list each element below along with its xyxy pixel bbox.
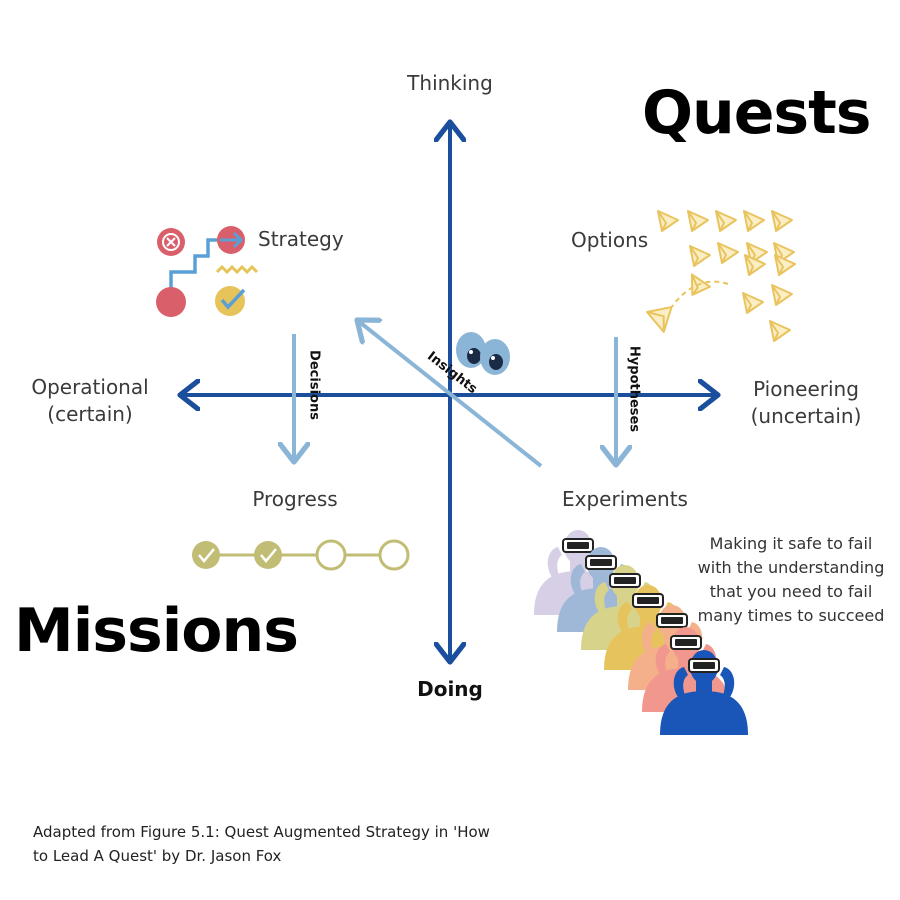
missions-title: Missions [14,596,299,666]
strategy-label: Strategy [258,227,344,251]
experiments-label: Experiments [562,487,688,511]
arrow-circle-icon [217,226,245,254]
note-line2: with the understanding [697,558,885,577]
step-pending-icon [315,539,347,571]
insights-arrow [357,320,543,468]
caption-line2: to Lead A Quest' by Dr. Jason Fox [33,847,282,865]
options-label: Options [571,228,649,252]
hypotheses-label: Hypotheses [626,345,642,433]
quests-title: Quests [642,78,872,148]
x-circle-icon [157,228,185,256]
figure-caption: Adapted from Figure 5.1: Quest Augmented… [33,820,593,868]
axis-label-doing: Doing [417,677,483,701]
fail-safe-note: Making it safe to fail with the understa… [686,532,896,628]
zigzag-icon [215,264,259,275]
path-line-icon [169,238,238,300]
decisions-label: Decisions [306,350,322,420]
axis-label-operational-line1: Operational [31,375,149,399]
check-circle-icon [215,286,246,316]
axis-label-pioneering: Pioneering (uncertain) [726,376,886,430]
note-line1: Making it safe to fail [709,534,873,553]
axis-label-pioneering-line1: Pioneering [753,377,859,401]
step-pending-icon [378,539,410,571]
axis-label-pioneering-line2: (uncertain) [750,404,862,428]
caption-line1: Adapted from Figure 5.1: Quest Augmented… [33,823,490,841]
step-complete-icon [192,541,220,569]
axis-label-thinking: Thinking [407,71,493,95]
note-line3: that you need to fail [709,582,873,601]
step-complete-icon [254,541,282,569]
paper-plane-icon [646,306,673,333]
progress-label: Progress [252,487,338,511]
start-circle-icon [156,287,186,317]
axis-label-operational: Operational (certain) [10,374,170,428]
note-line4: many times to succeed [697,606,885,625]
axis-label-operational-line2: (certain) [47,402,133,426]
